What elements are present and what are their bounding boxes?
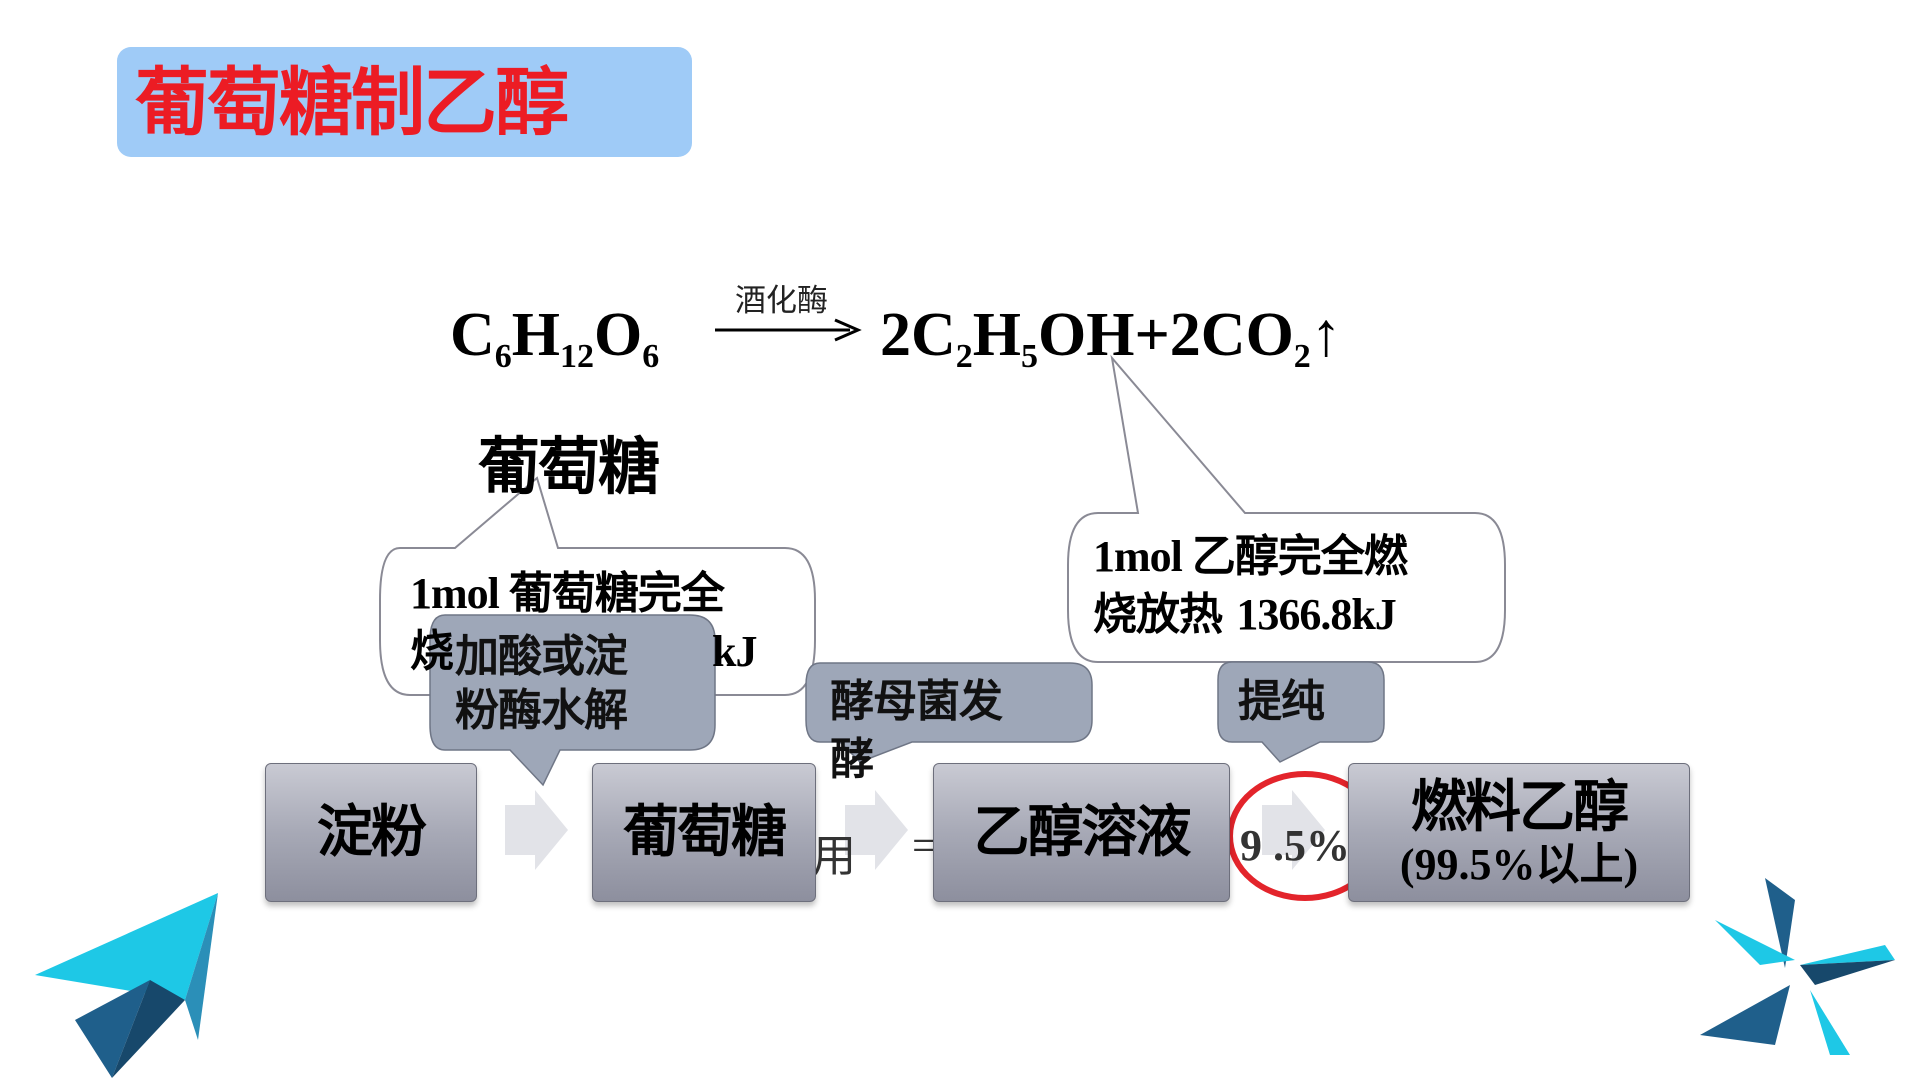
step-starch: 淀粉 (265, 763, 477, 902)
fermentation-callout-bubble (805, 662, 1093, 763)
ethanol-callout-bubble (1067, 354, 1506, 663)
fermentation-label-line2: 酵 (830, 734, 874, 785)
hidden-text-yong: 用 (812, 832, 856, 881)
ethanol-callout-line1: 1mol 乙醇完全燃 (1093, 531, 1408, 582)
hydrolysis-label-line2: 粉酶水解 (455, 685, 628, 736)
glucose-callout-line2-end: kJ (712, 627, 757, 676)
reactant-name: 葡萄糖 (478, 430, 660, 503)
page-title: 葡萄糖制乙醇 (135, 60, 569, 146)
reactant-formula: C6H12O6 (450, 301, 660, 375)
hydrolysis-callout-bubble (429, 614, 716, 787)
catalyst-label: 酒化酶 (735, 283, 828, 319)
starburst-decoration-icon (1700, 878, 1895, 1055)
purification-label: 提纯 (1238, 676, 1325, 727)
hidden-text-equals: = (912, 821, 937, 870)
glucose-callout-line2-start: 烧 (410, 626, 454, 677)
purity-text: 9 .5% (1240, 821, 1350, 870)
hydrolysis-label-line1: 加酸或淀 (455, 631, 628, 682)
purification-callout-bubble (1217, 661, 1385, 763)
ethanol-callout-line2: 烧放热 1366.8kJ (1093, 589, 1397, 640)
arrow-3-icon (1262, 790, 1325, 870)
reaction-arrow-icon (715, 318, 862, 342)
products-formula: 2C2H5OH+2CO2↑ (880, 301, 1342, 375)
step-glucose: 葡萄糖 (592, 763, 816, 902)
fermentation-label-line1: 酵母菌发 (830, 676, 1003, 727)
glucose-callout-line1: 1mol 葡萄糖完全 (410, 568, 725, 619)
arrow-1-icon (505, 790, 568, 870)
paper-plane-icon (35, 893, 218, 1078)
title-banner (117, 47, 692, 157)
arrow-2-icon (845, 790, 908, 870)
step-ethanol-solution: 乙醇溶液 (933, 763, 1230, 902)
step-fuel-ethanol: 燃料乙醇 (99.5%以上) (1348, 763, 1690, 902)
